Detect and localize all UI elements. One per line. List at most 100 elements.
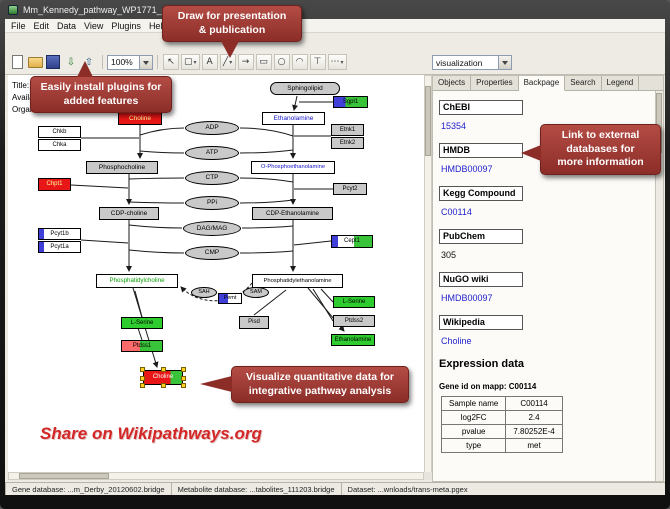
menu-data[interactable]: Data bbox=[57, 20, 77, 31]
menu-view[interactable]: View bbox=[84, 20, 104, 31]
pathway-node-chka[interactable]: Chka bbox=[38, 139, 81, 151]
pathway-node-pcyt2[interactable]: Pcyt2 bbox=[333, 183, 367, 195]
pathway-edge[interactable] bbox=[139, 150, 185, 154]
pathway-node-pisd[interactable]: Pisd bbox=[239, 316, 269, 329]
pathway-node-sgpl1[interactable]: Sgpl1 bbox=[333, 96, 368, 108]
menu-edit[interactable]: Edit bbox=[33, 20, 50, 31]
pathway-node-atp[interactable]: ATP bbox=[185, 146, 239, 160]
menu-plugins[interactable]: Plugins bbox=[111, 20, 141, 31]
pathway-node-l-serine[interactable]: L-Serine bbox=[121, 317, 163, 329]
pathway-node-l-serine[interactable]: L-Serine bbox=[333, 296, 375, 308]
ellipse-tool[interactable]: ○ bbox=[273, 54, 290, 70]
selection-handle[interactable] bbox=[140, 375, 145, 381]
pathway-edge[interactable] bbox=[128, 177, 185, 180]
pathway-node-cdp-choline[interactable]: CDP-choline bbox=[99, 207, 159, 220]
datanode-tool[interactable]: ▢▾ bbox=[181, 54, 200, 70]
pathway-node-pcyt1a[interactable]: Pcyt1a bbox=[38, 241, 81, 253]
pathway-node-sam[interactable]: SAM bbox=[243, 287, 269, 298]
pathway-edge[interactable] bbox=[253, 289, 287, 316]
pathway-edge[interactable] bbox=[128, 201, 185, 204]
selection-handle[interactable] bbox=[140, 383, 145, 388]
open-icon[interactable] bbox=[27, 54, 43, 70]
tab-objects[interactable]: Objects bbox=[433, 76, 472, 90]
template-tool[interactable]: ⋯▾ bbox=[327, 54, 347, 70]
pathway-edge[interactable] bbox=[139, 127, 185, 136]
pathway-edge[interactable] bbox=[80, 239, 129, 244]
pathway-edge[interactable] bbox=[292, 95, 298, 111]
selection-handle[interactable] bbox=[181, 383, 186, 388]
pathway-node-sah[interactable]: SAH bbox=[191, 287, 217, 298]
tab-backpage[interactable]: Backpage bbox=[518, 76, 566, 91]
selection-handle[interactable] bbox=[140, 367, 145, 372]
scrollbar-thumb[interactable] bbox=[425, 86, 431, 156]
label-tool[interactable]: A bbox=[201, 54, 218, 70]
pathway-node-ethanolamine[interactable]: Ethanolamine bbox=[262, 112, 325, 125]
menu-help[interactable]: Help bbox=[148, 20, 168, 31]
backpage-value-wikipedia[interactable]: Choline bbox=[441, 336, 472, 346]
pathway-edge[interactable] bbox=[70, 184, 129, 189]
pathway-node-cept1[interactable]: Cept1 bbox=[331, 235, 373, 248]
pathway-node-ptdss2[interactable]: Ptdss2 bbox=[333, 315, 375, 327]
canvas-vertical-scrollbar[interactable] bbox=[424, 75, 432, 480]
chevron-down-icon[interactable] bbox=[139, 55, 152, 69]
pathway-edge[interactable] bbox=[312, 288, 334, 322]
title-bar[interactable]: Mm_Kennedy_pathway_WP1771_45176.gpml bbox=[0, 0, 670, 19]
pathway-node-o-phosphoethanolamine[interactable]: O-Phosphoethanolamine bbox=[251, 161, 335, 174]
scrollbar-thumb[interactable] bbox=[19, 473, 109, 479]
pathway-edge[interactable] bbox=[180, 282, 253, 302]
backpage-value-nugo-wiki[interactable]: HMDB00097 bbox=[441, 293, 493, 303]
selection-handle[interactable] bbox=[161, 367, 166, 372]
rectangle-tool[interactable]: ▭ bbox=[255, 54, 272, 70]
save-icon[interactable] bbox=[45, 54, 61, 70]
pathway-node-phosphatidylethanolamine[interactable]: Phosphatidylethanolamine bbox=[252, 274, 343, 288]
selection-tool[interactable]: ↖ bbox=[163, 54, 179, 70]
pathway-canvas[interactable]: Title:Availability:Organism: Sphingolipi… bbox=[8, 75, 424, 472]
tab-search[interactable]: Search bbox=[565, 76, 602, 90]
pathway-node-etnk1[interactable]: Etnk1 bbox=[331, 124, 364, 136]
selection-handle[interactable] bbox=[161, 383, 166, 388]
pathway-node-chkb[interactable]: Chkb bbox=[38, 126, 81, 138]
pathway-node-ctp[interactable]: CTP bbox=[185, 171, 239, 185]
pathway-node-cmp[interactable]: CMP bbox=[185, 246, 239, 260]
backpage-value-kegg-compound[interactable]: C00114 bbox=[441, 207, 472, 217]
pathway-node-ethanolamine[interactable]: Ethanolamine bbox=[331, 334, 375, 346]
pathway-node-chpt1[interactable]: Chpt1 bbox=[38, 178, 71, 191]
pathway-node-etnk2[interactable]: Etnk2 bbox=[331, 137, 364, 149]
pathway-edge[interactable] bbox=[128, 224, 183, 229]
pathway-edge[interactable] bbox=[239, 127, 294, 137]
backpage-value-hmdb[interactable]: HMDB00097 bbox=[441, 164, 493, 174]
pathway-node-choline[interactable]: Choline bbox=[118, 112, 162, 125]
selection-handle[interactable] bbox=[181, 367, 186, 372]
pathway-node-sphingolipid[interactable]: Sphingolipid bbox=[270, 82, 340, 95]
pathway-edge[interactable] bbox=[320, 288, 334, 303]
pathway-node-pemt[interactable]: Pemt bbox=[218, 293, 242, 304]
pathway-edge[interactable] bbox=[239, 199, 294, 204]
pathway-node-phosphatidylcholine[interactable]: Phosphatidylcholine bbox=[96, 274, 178, 288]
pathway-node-phosphocholine[interactable]: Phosphocholine bbox=[86, 161, 158, 174]
menu-file[interactable]: File bbox=[11, 20, 26, 31]
pathway-edge[interactable] bbox=[134, 290, 143, 318]
pathway-node-dag-mag[interactable]: DAG/MAG bbox=[183, 221, 241, 236]
pathway-edge[interactable] bbox=[239, 149, 294, 154]
pathway-edge[interactable] bbox=[128, 249, 185, 254]
backpage-value-chebi[interactable]: 15354 bbox=[441, 121, 467, 131]
arc-tool[interactable]: ◠ bbox=[291, 54, 308, 70]
pathway-edge[interactable] bbox=[239, 250, 294, 254]
canvas-horizontal-scrollbar[interactable] bbox=[8, 472, 424, 480]
arrow-tool[interactable]: → bbox=[237, 54, 254, 70]
pathway-edge[interactable] bbox=[293, 240, 332, 246]
pathway-node-ptdss1[interactable]: Ptdss1 bbox=[121, 340, 163, 352]
tbar-tool[interactable]: ⊤ bbox=[309, 54, 326, 70]
tab-legend[interactable]: Legend bbox=[602, 76, 640, 90]
selection-handle[interactable] bbox=[181, 375, 186, 381]
zoom-select[interactable]: 100% bbox=[107, 54, 153, 70]
tab-properties[interactable]: Properties bbox=[471, 76, 519, 90]
pathway-edge[interactable] bbox=[241, 225, 294, 229]
pathway-node-ppi[interactable]: PPi bbox=[185, 196, 239, 210]
pathway-node-pcyt1b[interactable]: Pcyt1b bbox=[38, 228, 81, 240]
pathway-edge[interactable] bbox=[239, 177, 294, 183]
pathway-node-adp[interactable]: ADP bbox=[185, 121, 239, 135]
pathway-node-cdp-ethanolamine[interactable]: CDP-Ethanolamine bbox=[252, 207, 333, 220]
new-icon[interactable] bbox=[9, 54, 25, 70]
chevron-down-icon[interactable] bbox=[498, 56, 511, 69]
